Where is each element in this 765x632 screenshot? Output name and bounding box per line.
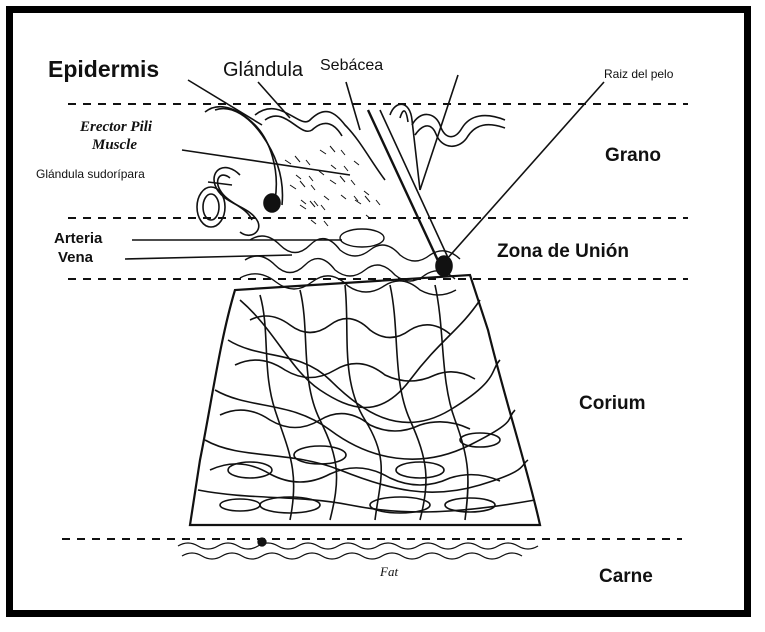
artery-vessel-icon [340, 229, 384, 247]
layer-carne-label: Carne [599, 567, 653, 586]
vena-label: Vena [58, 250, 93, 265]
grano-tissue [197, 104, 505, 276]
leader-raiz [446, 82, 604, 260]
hair-root-bulb-icon [436, 256, 452, 276]
muscle-label: Muscle [92, 138, 137, 153]
erector-pili-label: Erector Pili [80, 120, 152, 135]
fat-label: Fat [380, 565, 398, 578]
layer-corium-label: Corium [579, 394, 646, 413]
fat-tissue [178, 538, 538, 559]
leader-sebacea [346, 82, 360, 130]
leader-epidermis [188, 80, 262, 125]
arteria-label: Arteria [54, 231, 102, 246]
leader-glandula [258, 82, 290, 118]
leader-sudoripara [208, 182, 232, 185]
glandula-sudoripara-label: Glándula sudorípara [36, 168, 145, 180]
raiz-del-pelo-label: Raiz del pelo [604, 68, 673, 80]
leader-lines [125, 75, 604, 260]
leader-hair-shaft [420, 75, 458, 190]
epidermis-label: Epidermis [48, 58, 159, 81]
corium-tissue [190, 275, 540, 525]
sebacea-label: Sebácea [320, 58, 383, 74]
glandula-label: Glándula [223, 60, 303, 80]
layer-boundaries [62, 104, 688, 539]
layer-zona-de-union-label: Zona de Unión [497, 242, 629, 261]
gland-duct-bulb-icon [264, 194, 280, 212]
layer-grano-label: Grano [605, 146, 661, 165]
